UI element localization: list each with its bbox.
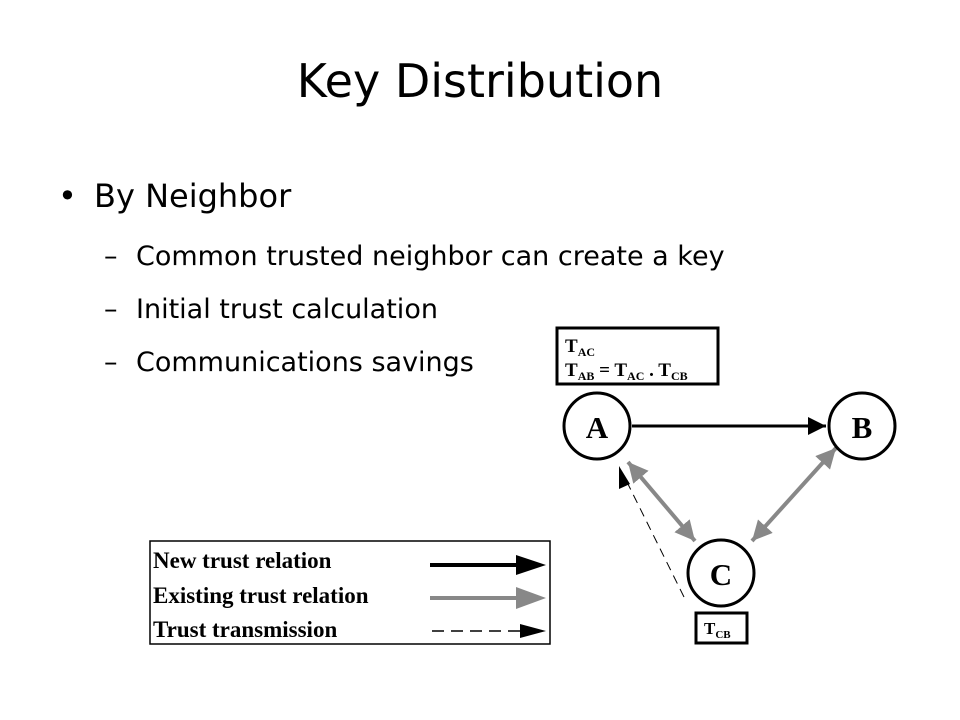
tcb-box: TCB bbox=[694, 611, 749, 645]
legend-box: New trust relation Existing trust relati… bbox=[149, 540, 551, 645]
formula-box: TAC TAB = TAC . TCB bbox=[555, 326, 720, 386]
svg-text:A: A bbox=[586, 410, 609, 445]
bullet-text: By Neighbor bbox=[94, 177, 292, 215]
trust-transmission-arrowhead bbox=[619, 466, 630, 489]
existing-trust-arrow-c-b bbox=[750, 446, 838, 543]
node-a: A bbox=[562, 391, 632, 461]
existing-trust-arrow-a-c bbox=[626, 460, 697, 543]
bullet-dot: • bbox=[58, 177, 77, 215]
node-b: B bbox=[827, 391, 897, 461]
dash-marker: – bbox=[104, 241, 118, 272]
legend-new-label: New trust relation bbox=[153, 548, 332, 573]
dash-marker: – bbox=[104, 294, 118, 325]
sub-item-text: Initial trust calculation bbox=[136, 294, 438, 325]
dash-marker: – bbox=[104, 347, 118, 378]
formula-line-2: TAB = TAC . TCB bbox=[565, 360, 688, 383]
sub-item-3: –Communications savings bbox=[104, 349, 474, 376]
node-c: C bbox=[686, 538, 756, 608]
legend-existing-label: Existing trust relation bbox=[153, 583, 369, 608]
sub-item-1: –Common trusted neighbor can create a ke… bbox=[104, 243, 725, 270]
svg-text:C: C bbox=[710, 557, 732, 592]
legend-existing-arrowhead bbox=[516, 587, 546, 609]
svg-text:B: B bbox=[852, 410, 873, 445]
legend-transmission-label: Trust transmission bbox=[153, 617, 337, 642]
slide-title: Key Distribution bbox=[296, 54, 664, 108]
sub-item-2: –Initial trust calculation bbox=[104, 296, 438, 323]
sub-item-text: Common trusted neighbor can create a key bbox=[136, 241, 725, 272]
sub-item-text: Communications savings bbox=[136, 347, 474, 378]
formula-line-1: TAC bbox=[565, 336, 595, 359]
bullet-item: • By Neighbor bbox=[58, 180, 291, 212]
legend-new-arrowhead bbox=[516, 555, 546, 575]
legend-transmission-arrowhead bbox=[520, 624, 546, 638]
tcb-label: TCB bbox=[704, 619, 731, 641]
trust-transmission-line bbox=[623, 475, 685, 598]
